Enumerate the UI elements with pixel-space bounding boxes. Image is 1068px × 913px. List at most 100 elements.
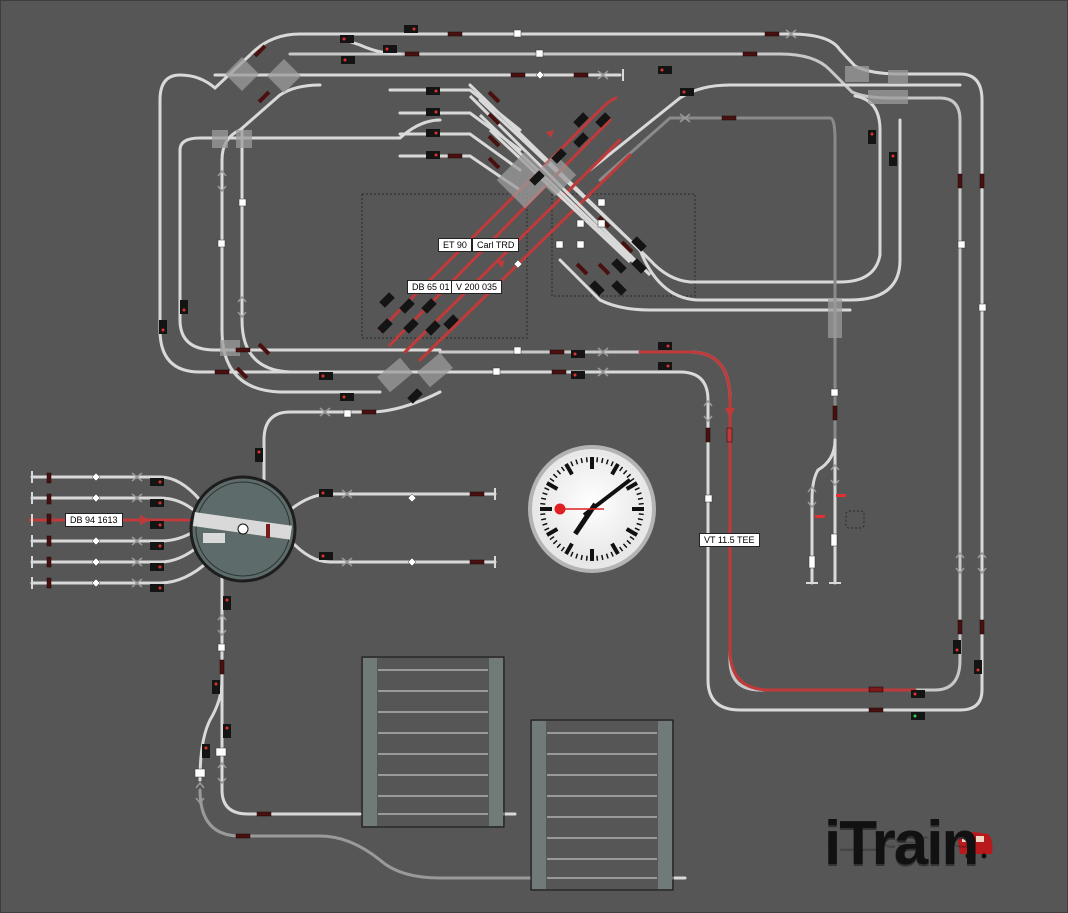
switch-placeholder[interactable] [845, 510, 865, 529]
tt-down-c[interactable] [198, 788, 532, 880]
signal-icon[interactable] [631, 236, 647, 252]
turnout-box[interactable] [212, 130, 228, 148]
turnout-indicator[interactable] [91, 578, 101, 588]
signal-icon[interactable] [319, 372, 333, 380]
signal-icon[interactable] [150, 584, 164, 592]
block-marker[interactable] [549, 349, 565, 355]
block-marker[interactable] [957, 173, 963, 189]
detector[interactable] [343, 409, 352, 418]
siding-b[interactable] [388, 88, 522, 132]
signal-icon[interactable] [150, 478, 164, 486]
signal-icon[interactable] [611, 258, 627, 274]
block-marker[interactable] [361, 409, 377, 415]
block-marker[interactable] [487, 156, 501, 170]
tt-track-4[interactable] [30, 528, 198, 543]
block-marker[interactable] [404, 51, 420, 57]
detector[interactable] [238, 198, 247, 207]
signal-icon[interactable] [319, 552, 333, 560]
block-marker-group[interactable] [46, 31, 985, 839]
block-marker[interactable] [447, 31, 463, 37]
turnout-indicator[interactable] [91, 493, 101, 503]
detector[interactable] [492, 367, 501, 376]
block-marker[interactable] [868, 686, 884, 693]
crossover-c[interactable] [488, 128, 632, 264]
station-markers[interactable] [235, 44, 634, 380]
signal-icon[interactable] [426, 129, 440, 137]
signal-icon[interactable] [953, 640, 961, 654]
signal-icon[interactable] [150, 521, 164, 529]
crossover-b[interactable] [478, 113, 642, 270]
signal-icon[interactable] [573, 132, 589, 148]
signal-icon[interactable] [658, 362, 672, 370]
detector[interactable] [597, 219, 606, 228]
diag-track-1[interactable] [468, 83, 882, 284]
turnout-box[interactable] [377, 357, 413, 393]
diamond-group[interactable] [91, 70, 545, 588]
block-marker[interactable] [868, 707, 884, 713]
tt-track-1[interactable] [30, 475, 202, 502]
block-marker-active[interactable] [726, 427, 733, 443]
left-loop-inner[interactable] [178, 148, 442, 352]
block-marker[interactable] [253, 44, 267, 58]
block-marker[interactable] [979, 619, 985, 635]
block-marker[interactable] [764, 31, 780, 37]
block-marker[interactable] [235, 347, 251, 353]
signal-icon[interactable] [595, 112, 611, 128]
detector[interactable] [597, 198, 606, 207]
signal-icon[interactable] [426, 87, 440, 95]
signal-icon[interactable] [319, 489, 333, 497]
signal-icon[interactable] [974, 660, 982, 674]
detector[interactable] [513, 346, 522, 355]
signal-icon[interactable] [571, 371, 585, 379]
detector[interactable] [704, 494, 713, 503]
left-loop-outer[interactable] [158, 32, 442, 374]
platform-tracks-left[interactable] [378, 669, 488, 815]
turnout-box[interactable] [225, 57, 259, 91]
shunt-signal-icon[interactable] [836, 494, 846, 497]
block-marker[interactable] [266, 524, 270, 538]
signal-icon[interactable] [340, 35, 354, 43]
block-marker[interactable] [469, 491, 485, 497]
signal-icon[interactable] [658, 342, 672, 350]
track-group[interactable] [30, 32, 984, 880]
signal-icon[interactable] [212, 680, 220, 694]
block-marker[interactable] [46, 535, 52, 547]
turnout-indicator[interactable] [535, 70, 545, 80]
train-label-carl[interactable]: Carl TRD [472, 238, 520, 252]
signal-icon[interactable] [150, 499, 164, 507]
block-marker[interactable] [257, 342, 271, 356]
block-marker[interactable] [46, 472, 52, 484]
block-marker[interactable] [721, 115, 737, 121]
signal-icon[interactable] [159, 320, 167, 334]
detector[interactable] [830, 533, 838, 547]
left-cross-a[interactable] [220, 83, 322, 162]
signal-icon[interactable] [150, 542, 164, 550]
block-marker[interactable] [575, 262, 589, 276]
platform-tracks-right[interactable] [547, 732, 657, 879]
detector[interactable] [808, 555, 816, 569]
block-marker[interactable] [46, 513, 52, 525]
detector[interactable] [978, 303, 987, 312]
signal-icon[interactable] [377, 318, 393, 334]
active-route-diag-4[interactable] [418, 153, 632, 362]
signal-icon[interactable] [255, 448, 263, 462]
detector[interactable] [513, 29, 522, 38]
signal-icon[interactable] [571, 350, 585, 358]
signal-icon[interactable] [223, 596, 231, 610]
detector[interactable] [215, 747, 227, 757]
shunt-signal-group[interactable] [815, 494, 865, 529]
tt-track-2[interactable] [30, 496, 198, 514]
diag-track-2[interactable] [478, 98, 902, 302]
signal-icon[interactable] [404, 25, 418, 33]
signal-icon[interactable] [868, 130, 876, 144]
block-marker[interactable] [597, 262, 611, 276]
diag-track-3[interactable] [558, 258, 852, 312]
block-marker[interactable] [573, 72, 589, 78]
turnout-indicator[interactable] [407, 557, 417, 567]
signal-icon[interactable] [223, 724, 231, 738]
detector[interactable] [217, 643, 226, 652]
turnout-box[interactable] [888, 70, 908, 84]
signal-icon[interactable] [403, 318, 419, 334]
block-marker[interactable] [257, 90, 271, 104]
